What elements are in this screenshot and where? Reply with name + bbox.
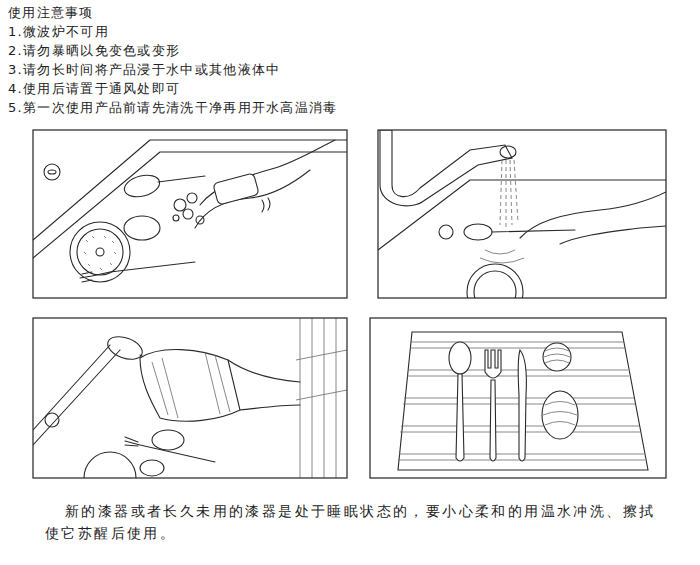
- panel-frame: [33, 130, 347, 298]
- spoon-bowl: [105, 332, 146, 363]
- small-dish: [152, 430, 184, 450]
- hand: [195, 170, 310, 228]
- towel: [398, 332, 648, 470]
- overflow-hole: [45, 413, 59, 427]
- hand: [200, 140, 335, 205]
- faucet: [380, 130, 512, 206]
- drying-panel: [398, 332, 648, 470]
- spoon-handle: [492, 230, 575, 232]
- bubble: [173, 215, 179, 221]
- spoon-bowl: [464, 224, 492, 240]
- overflow-slot: [48, 170, 56, 174]
- sink-edge: [33, 345, 120, 445]
- splash: [480, 250, 524, 263]
- caption: 新的漆器或者长久未用的漆器是处于睡眠状态的，要小心柔和的用温水冲洗、擦拭 使它苏…: [45, 500, 670, 544]
- motion-mark: [262, 198, 270, 212]
- oval-box: [542, 391, 578, 439]
- faucet-head: [500, 146, 516, 158]
- water-stream: [500, 160, 518, 228]
- spoon-handle: [158, 176, 205, 182]
- note-item: 1.微波炉不可用: [8, 24, 109, 40]
- note-item: 4.使用后请置于通风处即可: [8, 81, 180, 97]
- panel-frame: [378, 130, 666, 298]
- bubble: [196, 216, 204, 224]
- fork: [80, 262, 195, 282]
- small-dish: [140, 460, 164, 476]
- small-dish: [124, 216, 160, 240]
- bubble: [187, 193, 197, 203]
- sink-edge: [33, 140, 347, 240]
- bubble: [183, 209, 193, 219]
- fork-head: [485, 350, 501, 378]
- overflow-hole: [44, 164, 60, 180]
- box-lines: [543, 402, 577, 426]
- hand: [560, 226, 666, 244]
- spoon-bowl: [449, 342, 471, 374]
- hand: [228, 360, 300, 410]
- notes-heading: 使用注意事项: [8, 5, 94, 21]
- panel-frame: [370, 318, 666, 478]
- drain: [84, 452, 136, 478]
- wiping-panel: [33, 318, 347, 478]
- washing-panel: [33, 140, 347, 282]
- knife: [518, 350, 526, 461]
- drain: [467, 264, 523, 298]
- drain-ring: [474, 271, 516, 298]
- towel-stripes: [152, 352, 230, 418]
- box-lines: [544, 348, 570, 363]
- round-box: [543, 343, 571, 371]
- drain-holes: [84, 236, 116, 270]
- hand: [520, 192, 666, 238]
- drain: [70, 222, 130, 282]
- overflow-hole: [439, 225, 453, 239]
- drain-center: [96, 248, 104, 256]
- dish-rack: [296, 318, 347, 478]
- rinsing-panel: [378, 130, 666, 298]
- towel-stripes: [398, 342, 645, 460]
- note-item: 5.第一次使用产品前请先清洗干净再用开水高温消毒: [8, 100, 338, 116]
- towel: [140, 350, 240, 422]
- sponge: [213, 173, 259, 205]
- panel-frame: [33, 318, 347, 478]
- spoon-bowl: [122, 172, 162, 201]
- sink-edge: [33, 152, 347, 258]
- fork-handle: [490, 380, 496, 461]
- note-item: 2.请勿暴晒以免变色或变形: [8, 43, 180, 59]
- drain-ring: [77, 229, 123, 275]
- fork: [125, 437, 215, 462]
- bubble: [174, 199, 186, 211]
- spoon-handle: [456, 374, 464, 461]
- note-item: 3.请勿长时间将产品浸于水中或其他液体中: [8, 62, 280, 78]
